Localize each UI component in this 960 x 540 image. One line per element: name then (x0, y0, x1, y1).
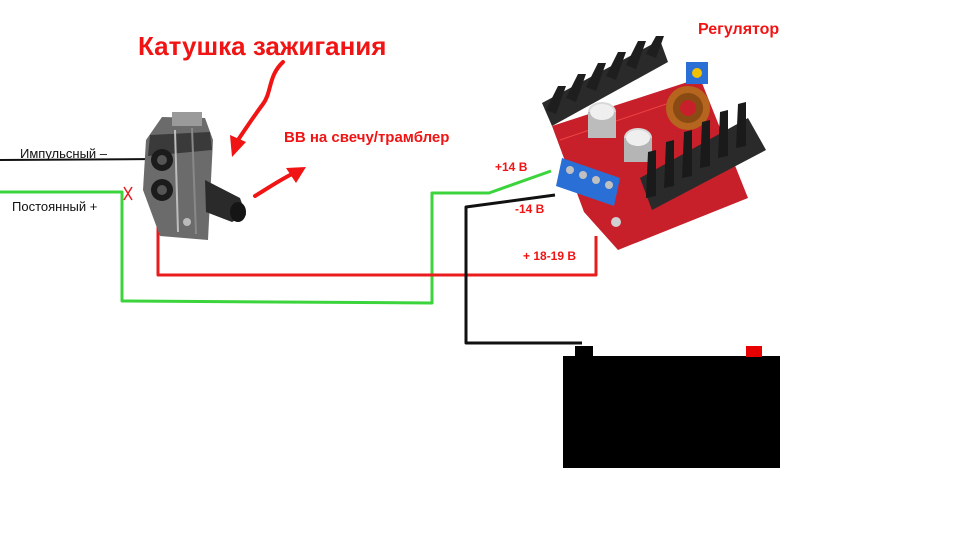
constant-wire-label: Постоянный + (12, 199, 98, 214)
cut-mark (123, 186, 133, 201)
battery (563, 346, 780, 468)
impulse-wire (0, 158, 159, 161)
ignition-coil (143, 112, 246, 240)
ground-black-wire (464, 193, 582, 345)
hv-arrow (253, 172, 294, 198)
hv-output-label: ВВ на свечу/трамблер (284, 129, 450, 146)
battery-body (563, 356, 780, 468)
coil-arrow (236, 60, 285, 142)
regulator-label: Регулятор (698, 21, 780, 38)
plus14-label: +14 В (495, 160, 528, 174)
annotation-arrows (230, 60, 306, 198)
dc-dc-regulator (542, 36, 766, 250)
battery-negative-terminal (575, 346, 593, 358)
plus18-19-label: + 18-19 В (523, 249, 577, 263)
battery-positive-terminal (746, 346, 762, 357)
wires (0, 158, 598, 345)
minus14-label: -14 В (515, 202, 545, 216)
coil-title: Катушка зажигания (138, 31, 387, 61)
coil-positive-red-wire (156, 207, 598, 277)
impulse-wire-label: Импульсный – (20, 146, 108, 161)
constant-wire-green (0, 169, 552, 305)
